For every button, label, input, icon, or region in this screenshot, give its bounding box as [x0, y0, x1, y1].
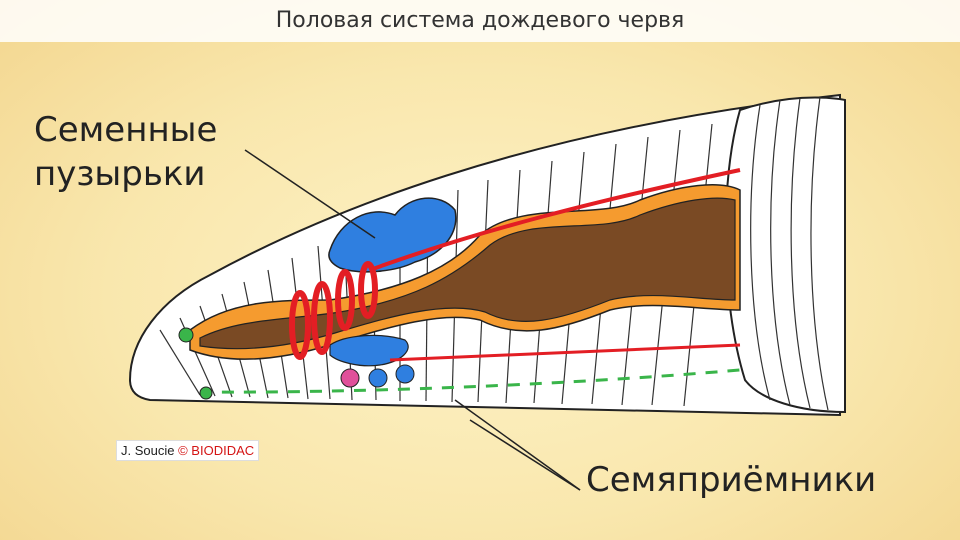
ganglion-lower — [199, 386, 213, 400]
dorsal-vessel — [369, 168, 741, 272]
label-seminal-vesicles: Семенные пузырьки — [34, 108, 254, 196]
ventral-vessel — [389, 343, 741, 362]
page-title: Половая система дождевого червя — [0, 0, 960, 42]
pointer-receptacles-2 — [454, 399, 581, 491]
ganglion — [178, 327, 194, 343]
credit-author: J. Soucie — [121, 443, 175, 458]
label-seminal-vesicles-line2: пузырьки — [34, 154, 206, 194]
image-credit: J. Soucie © BIODIDAC — [116, 440, 260, 461]
receptacle-3 — [395, 364, 415, 384]
receptacle-1 — [340, 368, 360, 388]
pointer-vesicles — [244, 149, 376, 239]
label-seminal-receptacles: Семяприёмники — [586, 460, 877, 500]
label-seminal-vesicles-line1: Семенные — [34, 110, 218, 150]
pointer-receptacles-1 — [469, 419, 581, 491]
credit-mark: © BIODIDAC — [178, 443, 255, 458]
gut-inner — [199, 197, 736, 350]
lower-vesicles — [329, 334, 409, 367]
receptacle-2 — [368, 368, 388, 388]
clitellum — [724, 96, 846, 414]
heart-rings — [289, 261, 378, 360]
